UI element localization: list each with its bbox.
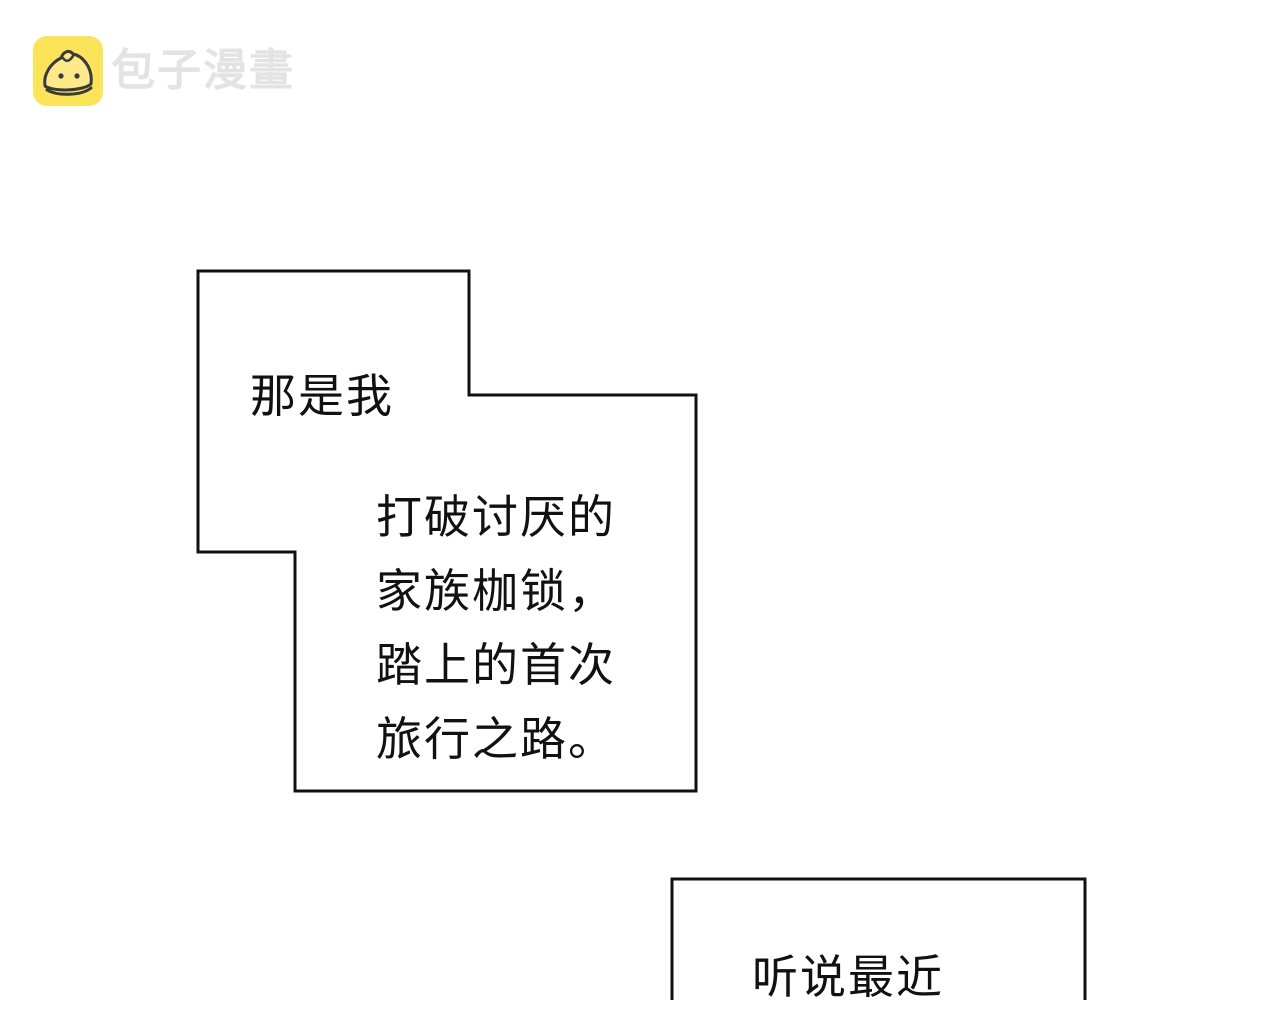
- watermark-text: 包子漫畫: [111, 45, 295, 96]
- caption-box-2: [670, 877, 1087, 1000]
- caption-box-1: [196, 269, 698, 793]
- caption-line: 打破讨厌的: [376, 490, 616, 544]
- caption-text-2: 打破讨厌的 家族枷锁， 踏上的首次 旅行之路。: [376, 480, 616, 776]
- caption-line: 踏上的首次: [376, 638, 616, 692]
- caption-line: 旅行之路。: [376, 712, 616, 766]
- caption-line: 家族枷锁，: [376, 564, 616, 618]
- caption-text-3: 听说最近: [752, 950, 944, 1004]
- bun-icon: [33, 36, 103, 106]
- watermark: 包子漫畫: [33, 35, 295, 107]
- caption-text-1: 那是我: [250, 369, 394, 423]
